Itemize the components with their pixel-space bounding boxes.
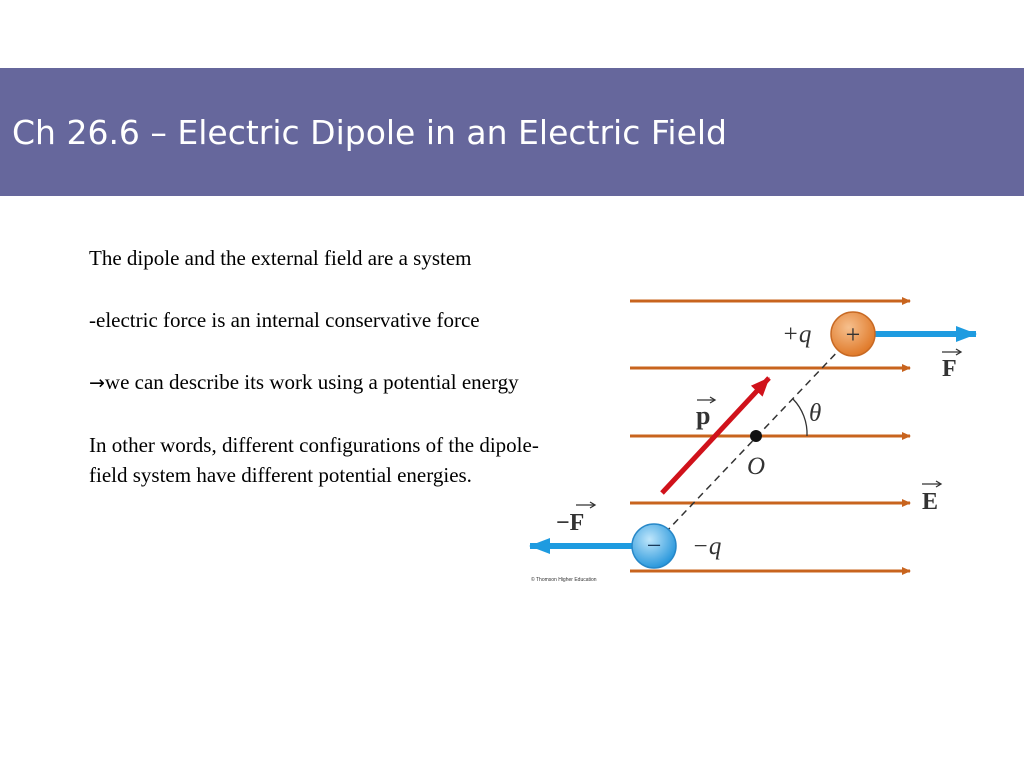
force-label: F bbox=[942, 356, 957, 382]
negative-charge-label: −q bbox=[692, 533, 721, 560]
negative-sign: − bbox=[647, 531, 662, 560]
body-text: The dipole and the external field are a … bbox=[89, 243, 569, 522]
right-arrow-icon: → bbox=[89, 372, 105, 394]
dipole-diagram: + − +q −q θ O F p E −F © bbox=[529, 297, 977, 583]
field-label: E bbox=[922, 489, 938, 515]
positive-charge bbox=[830, 311, 876, 357]
angle-arc bbox=[792, 398, 808, 437]
origin-label: O bbox=[747, 453, 765, 480]
field-label-group: E bbox=[922, 480, 943, 515]
paragraph-system: The dipole and the external field are a … bbox=[89, 246, 472, 270]
credit-text: © Thomson Higher Education bbox=[531, 576, 597, 583]
neg-force-label: −F bbox=[556, 510, 584, 536]
center-point bbox=[750, 430, 762, 442]
angle-label: θ bbox=[809, 400, 821, 427]
paragraph-conservative-force: -electric force is an internal conservat… bbox=[89, 308, 480, 332]
paragraph-potential-energy: →we can describe its work using a potent… bbox=[89, 367, 569, 398]
slide-title: Ch 26.6 – Electric Dipole in an Electric… bbox=[12, 113, 727, 152]
positive-sign: + bbox=[846, 320, 861, 349]
force-label-group: F bbox=[942, 348, 963, 382]
title-bar bbox=[0, 68, 1024, 196]
neg-force-label-group: −F bbox=[556, 501, 597, 536]
dipole-moment-arrow-icon bbox=[660, 376, 771, 495]
dipole-axis bbox=[664, 346, 843, 534]
positive-charge-label: +q bbox=[782, 321, 811, 348]
negative-charge bbox=[631, 523, 677, 569]
paragraph-potential-energy-text: we can describe its work using a potenti… bbox=[104, 370, 519, 394]
dipole-moment-label: p bbox=[696, 401, 710, 430]
dipole-moment-label-group: p bbox=[696, 396, 717, 430]
paragraph-configurations: In other words, different configurations… bbox=[89, 433, 539, 487]
